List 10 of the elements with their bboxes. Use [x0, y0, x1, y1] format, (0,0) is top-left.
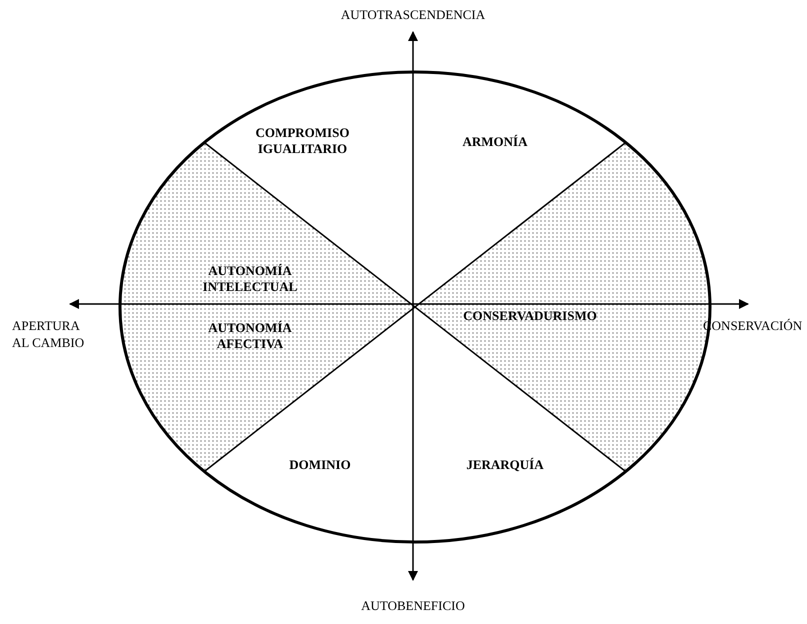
value-label: AUTONOMÍA INTELECTUAL: [195, 263, 305, 295]
axis-label: AUTOBENEFICIO: [360, 597, 466, 614]
value-label: JERARQUÍA: [455, 457, 555, 473]
axis-label: AUTOTRASCENDENCIA: [340, 6, 486, 23]
value-label: AUTONOMÍA AFECTIVA: [195, 320, 305, 352]
value-label: COMPROMISO IGUALITARIO: [245, 125, 360, 157]
value-label: DOMINIO: [270, 457, 370, 473]
value-label: ARMONÍA: [445, 134, 545, 150]
axis-label: APERTURA AL CAMBIO: [12, 317, 86, 351]
value-label: CONSERVADURISMO: [460, 308, 600, 324]
